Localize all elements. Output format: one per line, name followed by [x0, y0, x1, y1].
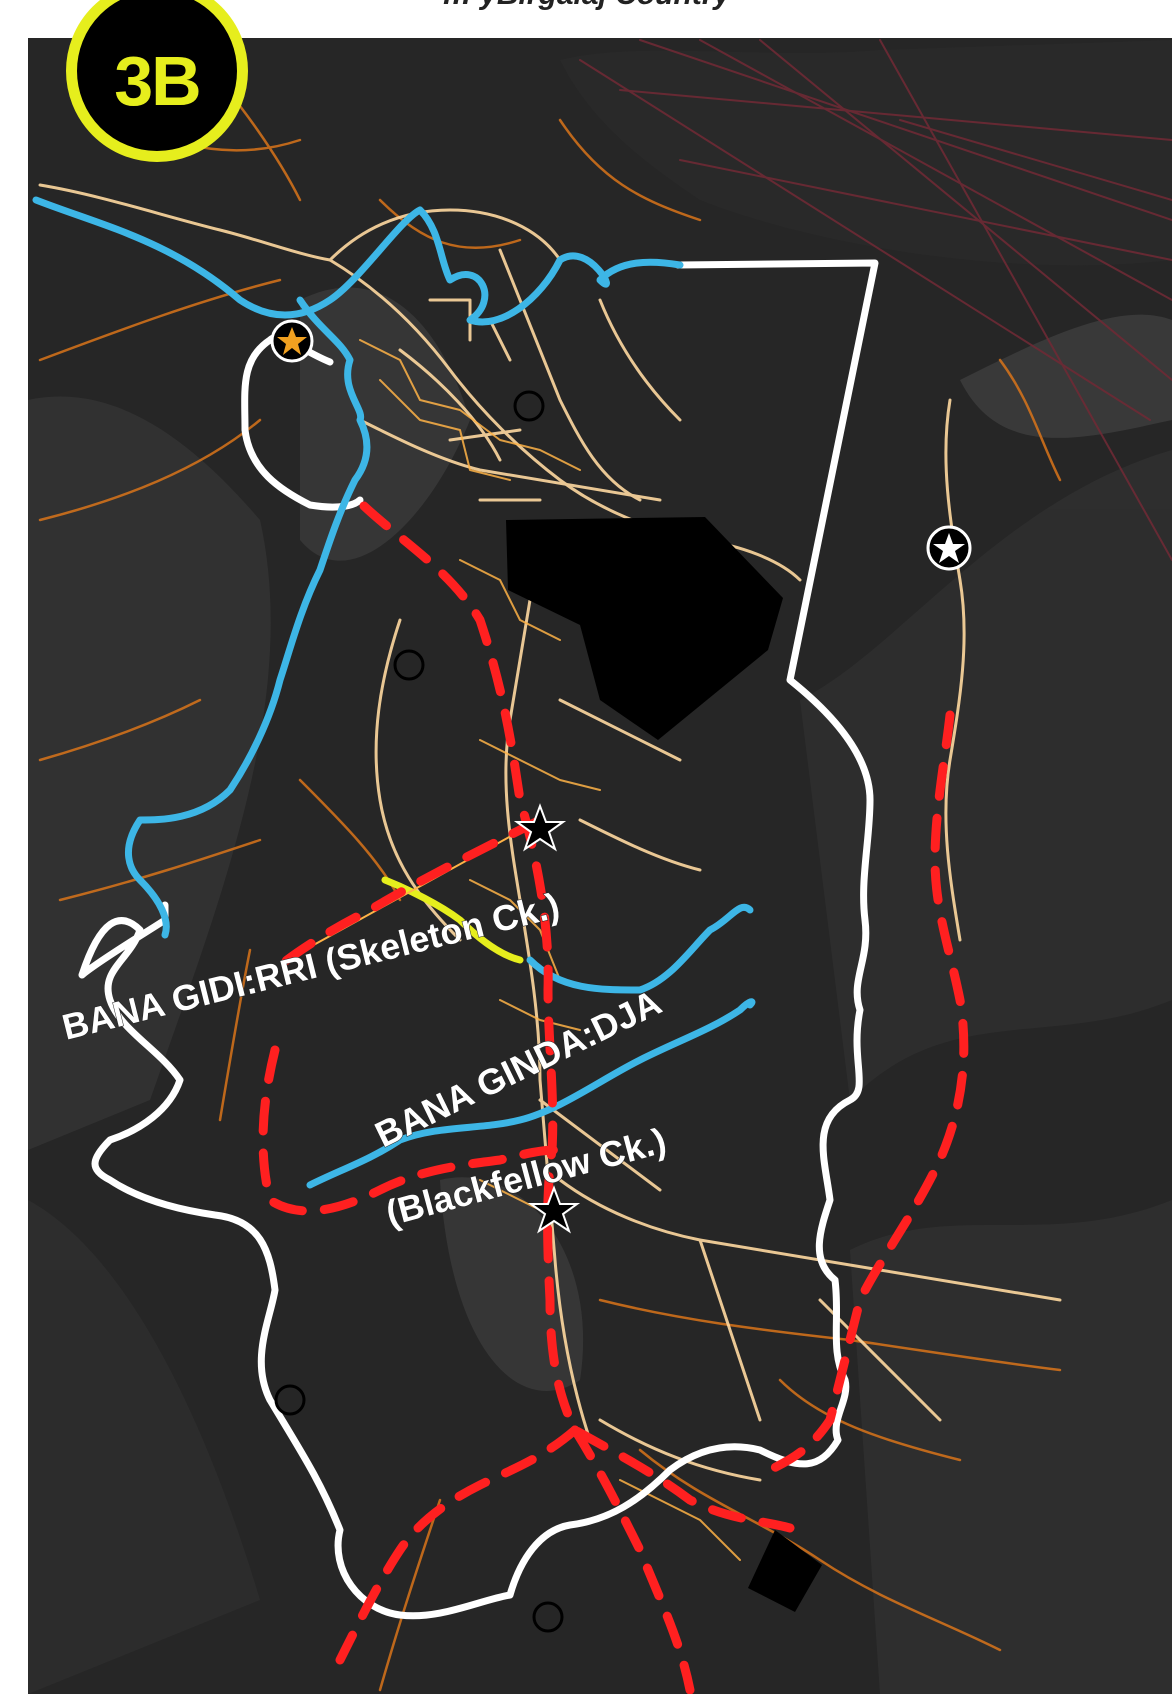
star-gold-marker[interactable] [270, 319, 314, 363]
yellow-track [381, 876, 524, 964]
badge-label: 3B [114, 42, 201, 120]
circle-icon[interactable] [513, 390, 545, 422]
road-network [38, 39, 1172, 1692]
star-icon [933, 533, 965, 563]
dashed-routes [258, 501, 969, 1694]
map-number-badge: 3B [66, 0, 248, 162]
facility-polygon [748, 1530, 822, 1612]
circle-markers [274, 390, 564, 1633]
star-icon [513, 803, 567, 852]
creek-lines [32, 196, 756, 1189]
star-white-marker[interactable] [926, 525, 972, 571]
circle-icon[interactable] [393, 649, 425, 681]
map-svg[interactable]: BANA GIDI:RRI (Skeleton Ck.) BANA GINDA:… [28, 38, 1172, 1694]
star-outline-marker-south[interactable] [527, 1185, 581, 1234]
terrain-layer [28, 40, 1172, 1694]
airport-polygon [506, 517, 783, 740]
circle-icon[interactable] [274, 1384, 306, 1416]
page-title: … yBirgalaj Country [0, 0, 1172, 12]
star-icon [277, 327, 307, 355]
map-canvas[interactable]: BANA GIDI:RRI (Skeleton Ck.) BANA GINDA:… [28, 38, 1172, 1694]
star-outline-marker-north[interactable] [513, 803, 567, 852]
circle-icon[interactable] [532, 1601, 564, 1633]
star-icon [527, 1185, 581, 1234]
